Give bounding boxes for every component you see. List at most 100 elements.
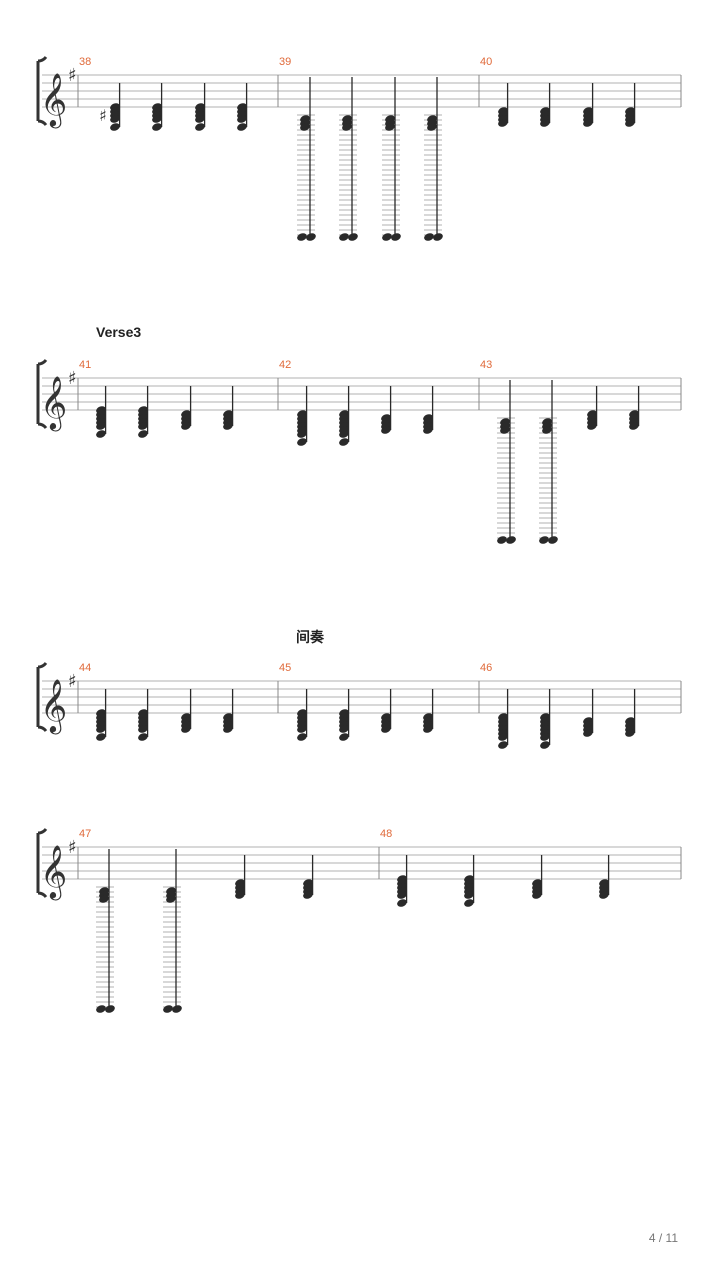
measure-number: 42 xyxy=(279,359,291,371)
note-head xyxy=(152,123,162,131)
note-head xyxy=(99,895,109,903)
note-head xyxy=(339,233,349,241)
key-signature-sharp-icon: ♯ xyxy=(68,65,77,86)
note-head xyxy=(306,233,316,241)
note-head xyxy=(339,430,349,438)
treble-clef-icon: 𝄞 xyxy=(40,72,67,128)
note-head xyxy=(300,123,310,131)
note-head xyxy=(96,422,106,430)
note-head xyxy=(427,123,437,131)
note-head xyxy=(583,729,593,737)
measure-number: 48 xyxy=(380,828,392,840)
note-head xyxy=(297,430,307,438)
note-head xyxy=(540,119,550,127)
note-head xyxy=(540,733,550,741)
note-head xyxy=(423,725,433,733)
note-head xyxy=(540,741,550,749)
key-signature-sharp-icon: ♯ xyxy=(68,837,77,858)
system-bracket xyxy=(36,56,48,126)
note-head xyxy=(397,899,407,907)
note-head xyxy=(181,422,191,430)
key-signature-sharp-icon: ♯ xyxy=(68,671,77,692)
note-head xyxy=(297,733,307,741)
note-head xyxy=(348,233,358,241)
section-label-verse3: Verse3 xyxy=(96,324,142,340)
note-head xyxy=(96,430,106,438)
note-head xyxy=(223,725,233,733)
treble-clef-icon: 𝄞 xyxy=(40,678,67,734)
note-head xyxy=(397,891,407,899)
note-head xyxy=(138,733,148,741)
note-head xyxy=(498,741,508,749)
treble-clef-icon: 𝄞 xyxy=(40,375,67,431)
note-head xyxy=(539,536,549,544)
page-number: 4 / 11 xyxy=(648,1231,678,1245)
note-head xyxy=(237,123,247,131)
note-head xyxy=(339,725,349,733)
note-head xyxy=(625,729,635,737)
sharp-accidental-icon: ♯ xyxy=(99,106,107,125)
note-head xyxy=(138,430,148,438)
note-head xyxy=(629,422,639,430)
note-head xyxy=(105,1005,115,1013)
note-head xyxy=(339,733,349,741)
measure-number: 41 xyxy=(79,359,91,371)
system-bracket xyxy=(36,662,48,732)
note-head xyxy=(297,725,307,733)
key-signature-sharp-icon: ♯ xyxy=(68,368,77,389)
note-head xyxy=(464,899,474,907)
note-head xyxy=(297,438,307,446)
note-head xyxy=(297,233,307,241)
measure-number: 43 xyxy=(480,359,492,371)
note-head xyxy=(152,115,162,123)
note-head xyxy=(138,422,148,430)
note-head xyxy=(172,1005,182,1013)
section-label-interlude: 间奏 xyxy=(296,629,324,645)
note-head xyxy=(498,119,508,127)
note-head xyxy=(625,119,635,127)
note-head xyxy=(587,422,597,430)
note-head xyxy=(110,123,120,131)
note-head xyxy=(96,725,106,733)
note-head xyxy=(382,233,392,241)
measure-number: 40 xyxy=(480,56,492,68)
note-head xyxy=(583,119,593,127)
note-head xyxy=(424,233,434,241)
note-head xyxy=(96,733,106,741)
note-head xyxy=(542,426,552,434)
measure-number: 44 xyxy=(79,662,91,674)
note-head xyxy=(506,536,516,544)
note-head xyxy=(381,426,391,434)
note-head xyxy=(599,891,609,899)
measure-number: 39 xyxy=(279,56,291,68)
note-head xyxy=(548,536,558,544)
note-head xyxy=(195,123,205,131)
note-head xyxy=(235,891,245,899)
note-head xyxy=(342,123,352,131)
note-head xyxy=(237,115,247,123)
note-head xyxy=(391,233,401,241)
note-head xyxy=(195,115,205,123)
measure-number: 47 xyxy=(79,828,91,840)
note-head xyxy=(532,891,542,899)
note-head xyxy=(163,1005,173,1013)
measure-number: 46 xyxy=(480,662,492,674)
note-head xyxy=(181,725,191,733)
note-head xyxy=(96,1005,106,1013)
measure-number: 45 xyxy=(279,662,291,674)
note-head xyxy=(498,733,508,741)
note-head xyxy=(303,891,313,899)
system-bracket xyxy=(36,359,48,429)
measure-number: 38 xyxy=(79,56,91,68)
system-bracket xyxy=(36,828,48,898)
note-head xyxy=(110,115,120,123)
note-head xyxy=(166,895,176,903)
note-head xyxy=(433,233,443,241)
note-head xyxy=(339,438,349,446)
note-head xyxy=(223,422,233,430)
note-head xyxy=(500,426,510,434)
note-head xyxy=(138,725,148,733)
note-head xyxy=(464,891,474,899)
note-head xyxy=(385,123,395,131)
